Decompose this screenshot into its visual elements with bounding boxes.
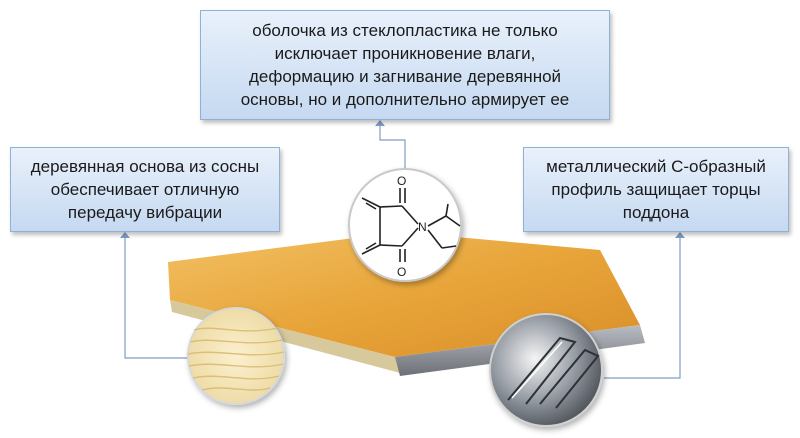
callout-pine-base: деревянная основа из сосны обеспечивает … [10,147,280,232]
callout-line: оболочка из стеклопластика не только [252,21,558,40]
molecule-atom-o-bottom: O [397,265,406,279]
arrow-top-icon [375,120,385,126]
callout-line: обеспечивает отличную [50,180,240,199]
metal-profile-circle [489,313,603,427]
callout-line: поддона [622,203,690,222]
c-profile-icon [507,336,600,409]
arrow-left-icon [120,232,130,238]
molecule-atom-n: N [418,220,427,234]
arrow-right-icon [675,232,685,238]
imide-molecule-icon [361,188,461,262]
callout-line: передачу вибрации [67,203,223,222]
callout-line: основы, но и дополнительно армирует ее [240,90,570,109]
connector-right [604,236,681,379]
callout-line: профиль защищает торцы [551,180,761,199]
connector-top [379,124,406,172]
callout-line: металлический С-образный [546,157,766,176]
molecule-circle [348,168,462,282]
callout-fiberglass-shell: оболочка из стеклопластика не только иск… [200,10,610,120]
pine-wood-texture-icon [187,307,285,405]
wood-grain-lines [187,327,285,391]
molecule-atom-o-top: O [397,174,406,188]
callout-metal-profile: металлический С-образный профиль защищае… [523,147,789,232]
connector-left [124,236,200,359]
callout-line: исключает проникновение влаги, [274,44,536,63]
callout-line: деформацию и загнивание деревянной [248,67,562,86]
connector-lines [124,124,681,379]
callout-line: деревянная основа из сосны [30,157,260,176]
